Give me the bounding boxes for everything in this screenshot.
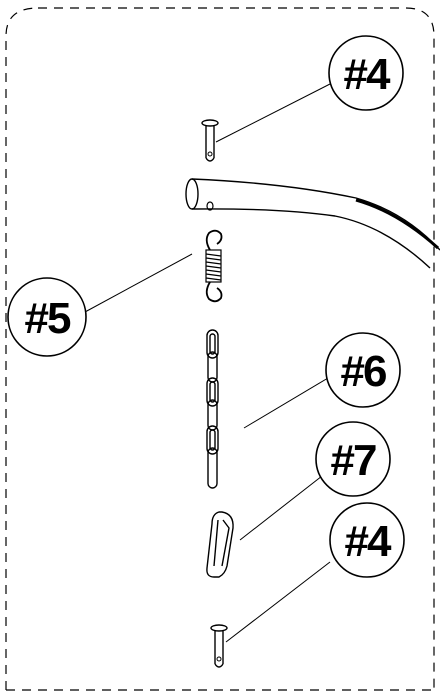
callout-label-c4: #7 <box>331 436 376 485</box>
callout-label-c3: #6 <box>341 347 386 396</box>
snap-hook <box>206 511 234 578</box>
callout-c5: #4 <box>329 502 405 578</box>
callout-c3: #6 <box>325 332 401 408</box>
callout-c1: #4 <box>328 35 404 111</box>
callout-c2: #5 <box>7 277 87 357</box>
leader-line-c3 <box>243 377 329 429</box>
leader-line-c4 <box>239 475 323 541</box>
leader-line-c1 <box>215 83 331 143</box>
callout-c4: #7 <box>315 421 391 497</box>
clevis-pin-top <box>201 119 219 162</box>
frame-tube <box>185 178 440 269</box>
chain <box>206 329 219 489</box>
leader-line-c5 <box>225 561 331 643</box>
extension-spring <box>205 229 223 303</box>
callout-label-c5: #4 <box>345 517 392 566</box>
dashed-border <box>5 7 435 690</box>
clevis-pin-bottom <box>210 624 228 668</box>
callout-label-c2: #5 <box>25 294 71 343</box>
callout-label-c1: #4 <box>344 50 391 99</box>
leader-line-c2 <box>84 253 193 313</box>
